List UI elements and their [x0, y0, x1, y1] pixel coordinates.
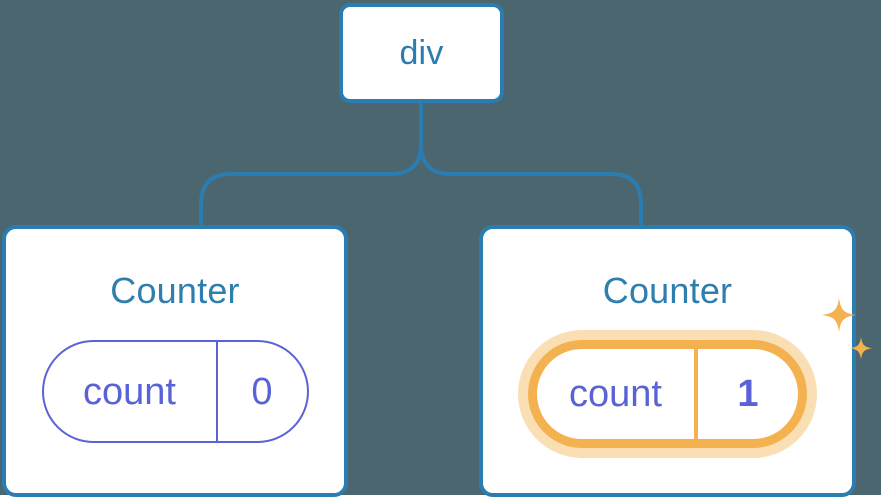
state-value: 0	[215, 342, 307, 441]
node-root-div[interactable]: div	[339, 3, 504, 103]
state-pill-wrapper: count 0	[41, 340, 309, 443]
connector-to-right-child	[419, 102, 643, 226]
state-key: count	[569, 373, 662, 415]
node-counter-left[interactable]: Counter count 0	[2, 225, 348, 497]
state-pill-wrapper: count 1	[528, 298, 873, 448]
state-value: 1	[694, 349, 798, 439]
state-pill-highlighted[interactable]: count 1	[528, 340, 807, 448]
connector-to-left-child	[199, 102, 423, 226]
state-pill[interactable]: count 0	[41, 340, 309, 443]
node-title: Counter	[602, 270, 733, 311]
node-title: Counter	[110, 270, 240, 311]
node-counter-right[interactable]: Counter count 1	[479, 225, 873, 497]
state-key: count	[83, 370, 176, 413]
sparkle-icon	[822, 298, 856, 332]
node-root-label: div	[399, 34, 444, 72]
